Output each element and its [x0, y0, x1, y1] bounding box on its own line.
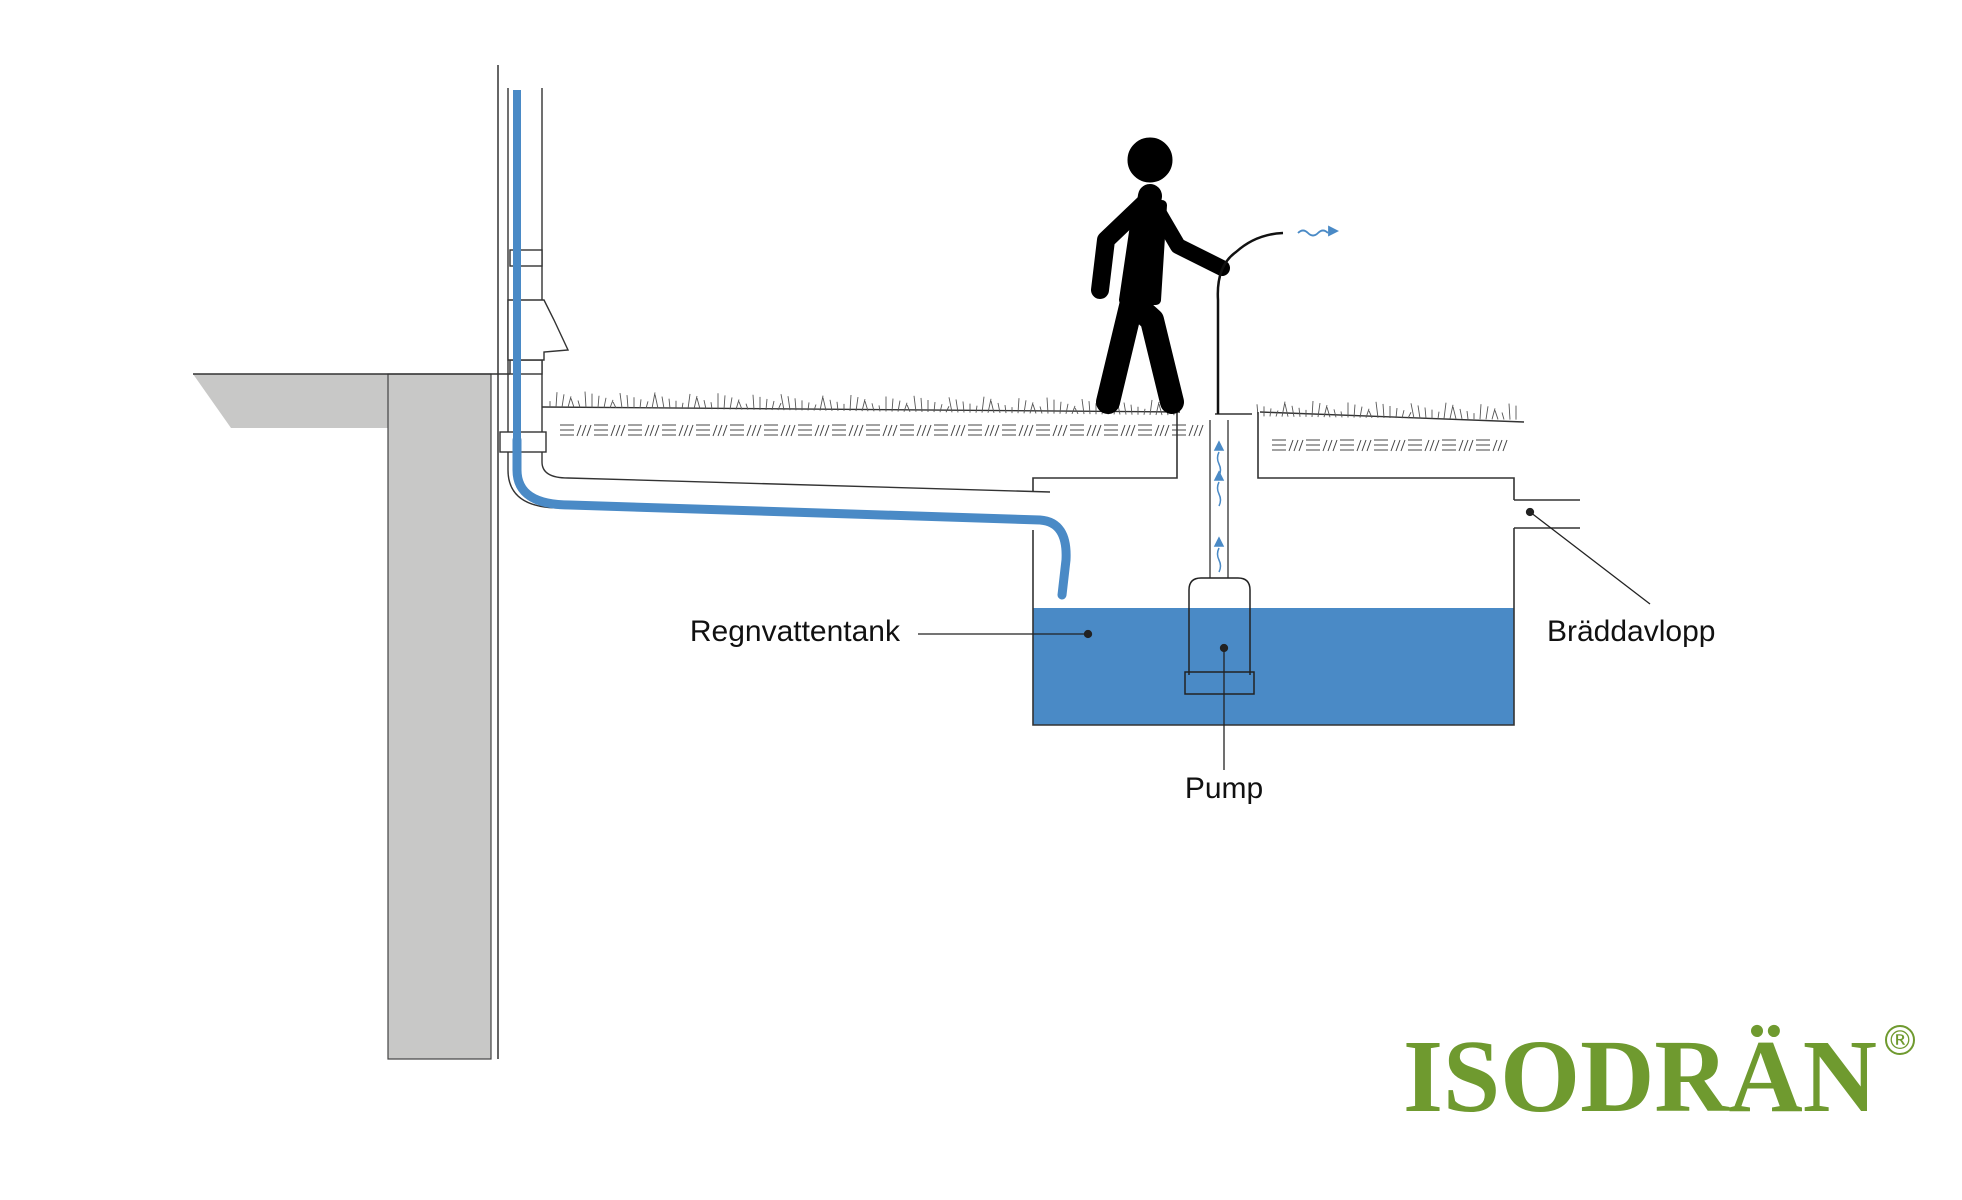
soil-hatch-mark — [1002, 424, 1034, 437]
downpipe — [499, 88, 570, 453]
pipe-bend-collar — [499, 431, 547, 453]
soil-hatch-mark — [662, 424, 694, 437]
tank-lid-right — [1257, 412, 1515, 500]
soil-hatch-mark — [1374, 439, 1406, 452]
soil-hatch-mark — [764, 424, 796, 437]
foundation-footing — [193, 374, 388, 428]
label-overflow: Bräddavlopp — [1547, 615, 1715, 648]
soil-hatch-mark — [560, 424, 592, 437]
hose-spray-icon — [1297, 225, 1340, 237]
soil-hatch-mark — [866, 424, 898, 437]
soil-hatch-mark — [628, 424, 660, 437]
soil-hatch-mark — [594, 424, 626, 437]
tank-water — [1033, 608, 1514, 725]
callout-lines — [918, 507, 1651, 770]
soil-hatching — [560, 424, 1508, 452]
person-watering-icon — [1091, 137, 1230, 414]
isodran-logo: ISODRÄN ® — [1403, 1019, 1915, 1134]
soil-hatch-mark — [832, 424, 864, 437]
grass-texture — [549, 391, 1517, 420]
soil-hatch-mark — [1476, 439, 1508, 452]
soil-hatch-mark — [1272, 439, 1304, 452]
label-tank: Regnvattentank — [690, 615, 901, 648]
soil-hatch-mark — [1138, 424, 1170, 437]
garden-hose — [1216, 231, 1284, 414]
soil-hatch-mark — [1070, 424, 1102, 437]
house-foundation — [193, 65, 510, 1060]
soil-hatch-mark — [1036, 424, 1068, 437]
soil-hatch-mark — [730, 424, 762, 437]
rainwater-tank — [1032, 412, 1515, 726]
registered-mark-ring — [1885, 1025, 1915, 1055]
inlet-water-flow — [512, 435, 1071, 600]
ground-surface — [541, 406, 1525, 423]
submersible-pump-icon — [1184, 577, 1255, 695]
soil-hatch-mark — [900, 424, 932, 437]
overflow-pipe — [1514, 499, 1580, 529]
label-pump: Pump — [1185, 772, 1263, 805]
soil-hatch-mark — [696, 424, 728, 437]
registered-mark: ® — [1887, 1026, 1913, 1056]
soil-hatch-mark — [934, 424, 966, 437]
soil-hatch-mark — [1408, 439, 1440, 452]
soil-hatch-mark — [798, 424, 830, 437]
soil-hatch-mark — [968, 424, 1000, 437]
riser-flow-arrows — [1213, 440, 1225, 573]
tank-outline — [1032, 528, 1515, 726]
tank-lid-left — [1032, 412, 1178, 492]
soil-hatch-mark — [1340, 439, 1372, 452]
logo-text: ISODRÄN — [1403, 1019, 1877, 1134]
inlet-pipe — [507, 435, 1071, 600]
soil-hatch-mark — [1104, 424, 1136, 437]
soil-hatch-mark — [1442, 439, 1474, 452]
soil-hatch-mark — [1306, 439, 1338, 452]
pump-riser — [1209, 420, 1229, 578]
soil-hatch-mark — [1172, 424, 1204, 437]
foundation-wall — [387, 373, 492, 1060]
